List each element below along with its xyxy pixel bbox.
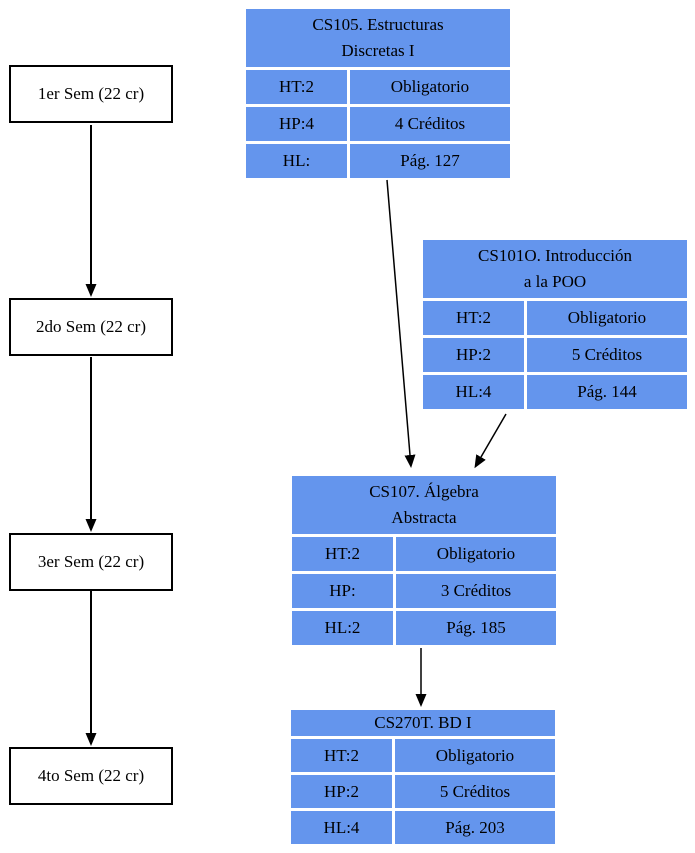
cell-ht: HT:2 [292, 537, 393, 571]
edge-arrow-cs101o-cs107 [474, 413, 507, 469]
sem-3-label: 3er Sem (22 cr) [37, 552, 145, 571]
cell-hl: HL:4 [423, 375, 524, 409]
cell-type: Obligatorio [527, 301, 687, 335]
course-cs105-title: CS105. Estructuras Discretas I [246, 9, 510, 67]
course-cs270t-title: CS270T. BD I [291, 710, 555, 736]
course-title-line2: Abstracta [391, 508, 457, 527]
course-cs101o-title: CS101O. Introducción a la POO [423, 240, 687, 298]
cell-hp: HP:2 [291, 775, 392, 808]
course-cs107-title: CS107. Álgebra Abstracta [292, 476, 556, 534]
cell-hl: HL:2 [292, 611, 393, 645]
cell-credits: 5 Créditos [395, 775, 555, 808]
cell-hl: HL:4 [291, 811, 392, 844]
sem-1-label: 1er Sem (22 cr) [37, 84, 145, 103]
edge-arrow-cs105-cs107 [386, 179, 416, 468]
cell-hp: HP:2 [423, 338, 524, 372]
node-course-cs107: CS107. Álgebra Abstracta HT:2 Obligatori… [292, 476, 556, 645]
course-title-line1: CS101O. Introducción [478, 246, 632, 265]
node-course-cs101o: CS101O. Introducción a la POO HT:2 Oblig… [423, 240, 687, 409]
cell-page: Pág. 185 [396, 611, 556, 645]
cell-hp: HP:4 [246, 107, 347, 141]
node-sem-1: 1er Sem (22 cr) [9, 65, 173, 123]
cell-credits: 3 Créditos [396, 574, 556, 608]
cell-hl: HL: [246, 144, 347, 178]
cell-page: Pág. 203 [395, 811, 555, 844]
cell-ht: HT:2 [291, 739, 392, 772]
course-title-line2: a la POO [523, 272, 587, 291]
cell-type: Obligatorio [350, 70, 510, 104]
course-title-line2: Discretas I [341, 41, 415, 60]
course-title-line1: CS270T. BD I [374, 713, 472, 732]
node-sem-3: 3er Sem (22 cr) [9, 533, 173, 591]
cell-credits: 5 Créditos [527, 338, 687, 372]
cell-ht: HT:2 [423, 301, 524, 335]
node-course-cs105: CS105. Estructuras Discretas I HT:2 Obli… [246, 9, 510, 178]
cell-ht: HT:2 [246, 70, 347, 104]
sem-2-label: 2do Sem (22 cr) [35, 317, 146, 336]
cell-hp: HP: [292, 574, 393, 608]
node-sem-4: 4to Sem (22 cr) [9, 747, 173, 805]
cell-page: Pág. 127 [350, 144, 510, 178]
course-title-line1: CS105. Estructuras [312, 15, 444, 34]
sem-4-label: 4to Sem (22 cr) [37, 766, 145, 785]
cell-credits: 4 Créditos [350, 107, 510, 141]
cell-type: Obligatorio [396, 537, 556, 571]
node-course-cs270t: CS270T. BD I HT:2 Obligatorio HP:2 5 Cré… [291, 710, 555, 844]
node-sem-2: 2do Sem (22 cr) [9, 298, 173, 356]
cell-page: Pág. 144 [527, 375, 687, 409]
course-title-line1: CS107. Álgebra [369, 482, 479, 501]
cell-type: Obligatorio [395, 739, 555, 772]
